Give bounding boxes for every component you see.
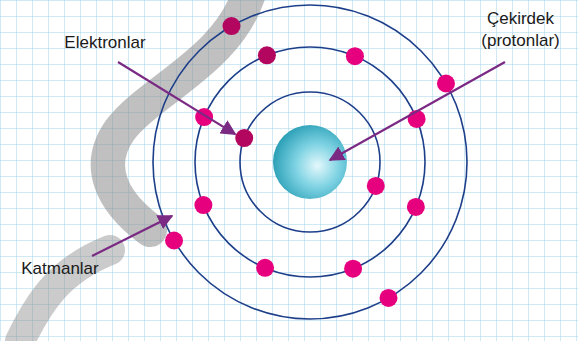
callout-label: Elektronlar (50, 32, 160, 54)
nucleus (273, 125, 347, 199)
shell-ring (195, 47, 425, 277)
leader-arrow (118, 62, 235, 134)
shell-ring (240, 92, 380, 232)
leader-arrow (92, 216, 172, 256)
electron (380, 289, 398, 307)
electron (407, 198, 425, 216)
electron (235, 129, 253, 147)
electron (437, 75, 455, 93)
electron (367, 177, 385, 195)
electron (258, 46, 276, 64)
electron (194, 196, 212, 214)
callout-label: Katmanlar (8, 258, 112, 280)
callout-label: Çekirdek (protonlar) (468, 8, 573, 52)
shell-ring (153, 5, 467, 319)
leader-arrow (330, 62, 505, 160)
electron (256, 259, 274, 277)
electron (346, 47, 364, 65)
electron (223, 17, 241, 35)
electron (344, 260, 362, 278)
electron (165, 232, 183, 250)
